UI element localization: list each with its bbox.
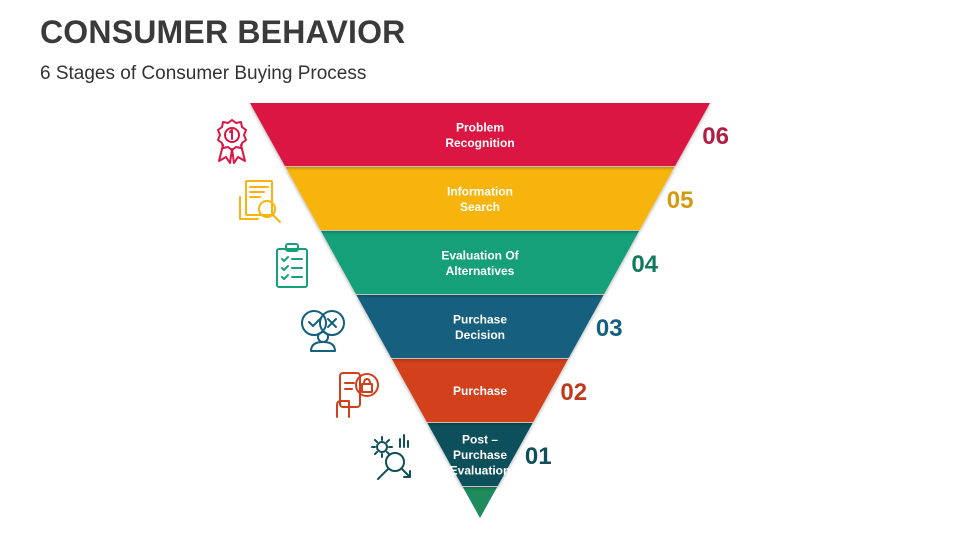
stage-label-line: Post –	[462, 433, 498, 447]
stage-label-line: Purchase	[453, 448, 507, 462]
award-ribbon-icon	[217, 119, 247, 164]
page-title: CONSUMER BEHAVIOR	[40, 14, 406, 50]
stage-label-line: Search	[460, 200, 500, 214]
stage-label-line: Information	[447, 184, 513, 198]
stage-number: 03	[596, 315, 623, 342]
funnel-band-06	[250, 103, 710, 166]
stage-number: 06	[702, 123, 729, 150]
decision-person-icon	[301, 310, 345, 352]
stage-label-line: Decision	[455, 328, 505, 342]
mobile-shopping-icon	[336, 372, 379, 418]
gear-analysis-icon	[371, 434, 411, 480]
stage-label-line: Problem	[456, 120, 504, 134]
funnel-band-02	[391, 359, 569, 422]
stage-label-line: Evaluation	[450, 464, 511, 478]
clipboard-checklist-icon	[276, 243, 308, 288]
stage-label-line: Alternatives	[446, 264, 515, 278]
funnel-tip	[462, 487, 498, 518]
stage-label-line: Recognition	[445, 136, 514, 150]
stage-label-line: Purchase	[453, 384, 507, 398]
stage-number: 04	[631, 251, 658, 278]
stage-number: 05	[667, 187, 694, 214]
stage-number: 02	[560, 379, 587, 406]
funnel-band-03	[356, 295, 604, 358]
stage-number: 01	[525, 443, 552, 470]
funnel-band-01	[427, 423, 533, 486]
stage-label-line: Evaluation Of	[441, 248, 519, 262]
search-document-icon	[239, 180, 281, 223]
funnel-band-04	[320, 231, 640, 294]
funnel-band-05	[285, 167, 675, 230]
page-subtitle: 6 Stages of Consumer Buying Process	[40, 63, 367, 84]
stage-label-line: Purchase	[453, 312, 507, 326]
